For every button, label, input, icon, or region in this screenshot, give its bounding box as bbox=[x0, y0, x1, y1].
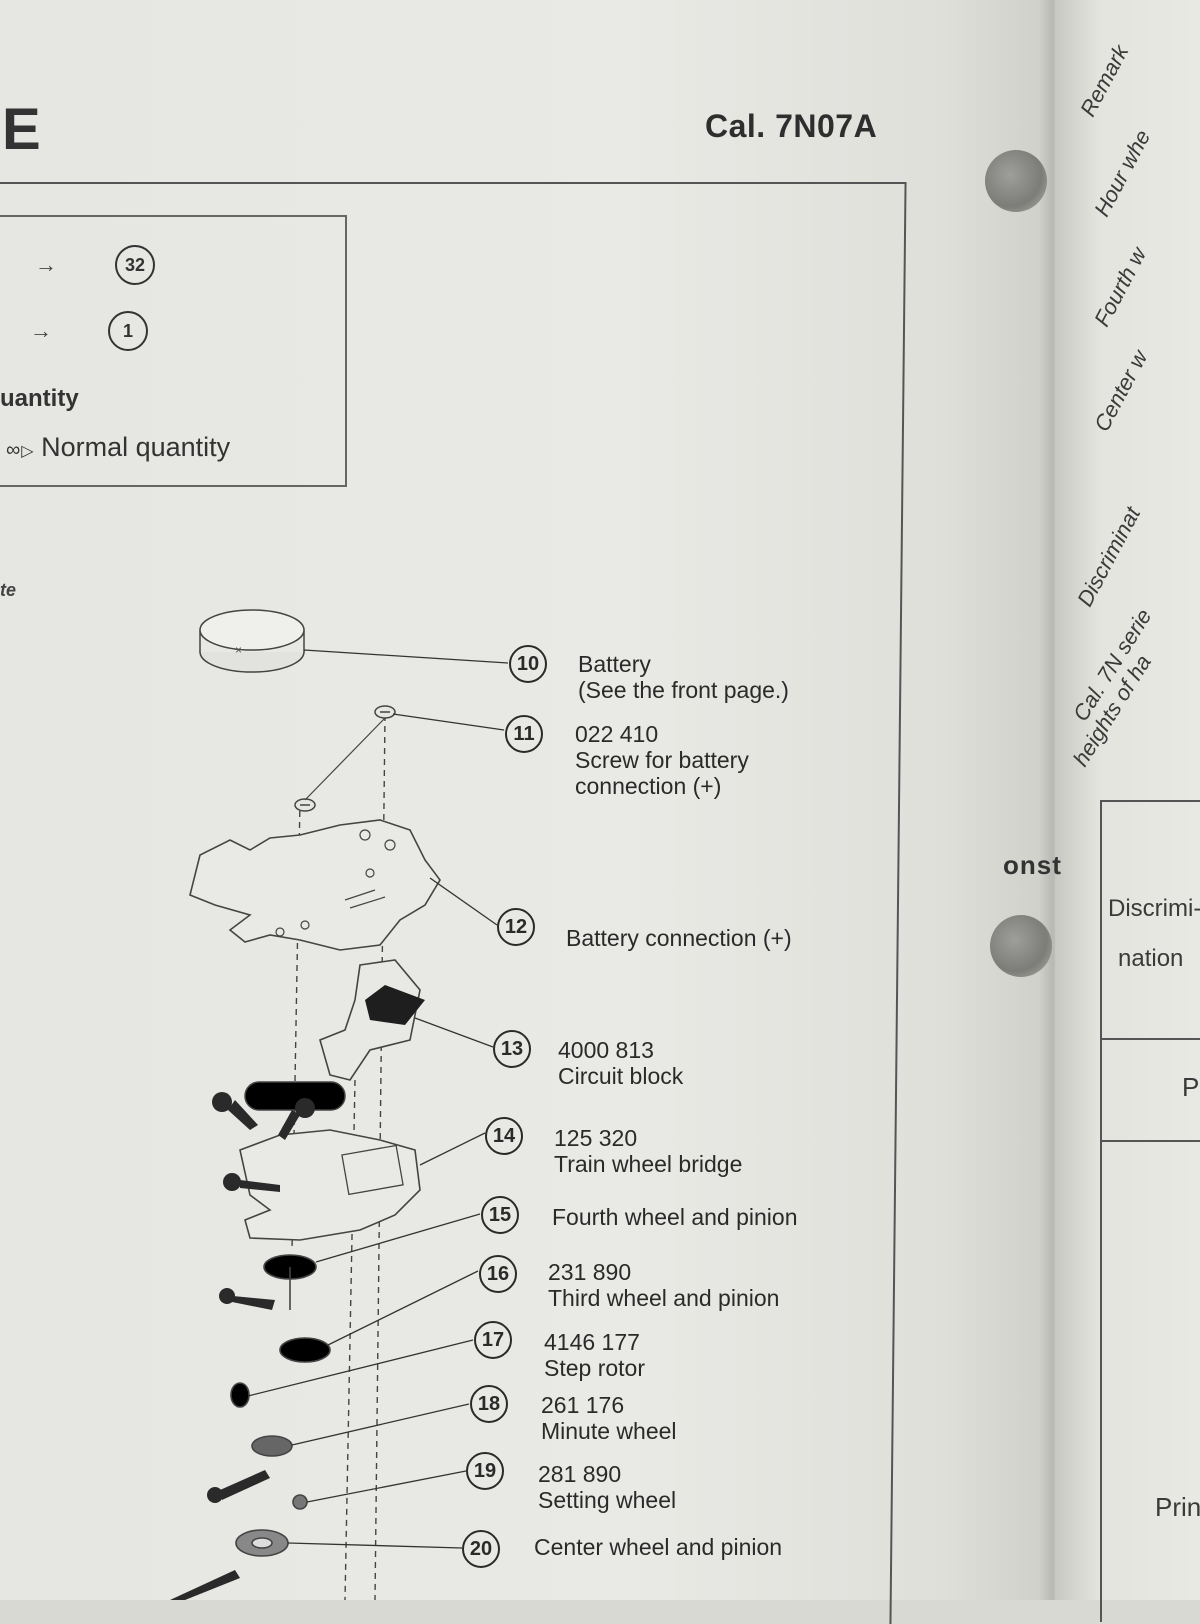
part-code: 261 176 bbox=[541, 1392, 625, 1418]
calibre-title: Cal. 7N07A bbox=[705, 108, 878, 144]
left-page bbox=[0, 0, 1050, 1600]
minute-wheel-drawing bbox=[251, 1435, 293, 1457]
part-label-18: 261 176 Minute wheel bbox=[541, 1392, 677, 1445]
part-code: 125 320 bbox=[554, 1125, 638, 1151]
part-label-15: Fourth wheel and pinion bbox=[552, 1204, 798, 1231]
part-label-14: 125 320 Train wheel bridge bbox=[554, 1125, 743, 1178]
part-code: 281 890 bbox=[538, 1461, 622, 1487]
normal-quantity-label: Normal quantity bbox=[41, 432, 231, 462]
battery-connection-plate bbox=[189, 819, 441, 951]
part-name: Third wheel and pinion bbox=[548, 1284, 780, 1311]
legend-box bbox=[0, 215, 347, 487]
quantity-heading: uantity bbox=[0, 385, 79, 412]
part-name: Step rotor bbox=[544, 1354, 645, 1381]
part-name: Center wheel and pinion bbox=[534, 1534, 783, 1560]
opposite-table bbox=[1100, 800, 1200, 1622]
part-label-17: 4146 177 Step rotor bbox=[544, 1329, 645, 1382]
legend-number-32: 32 bbox=[115, 245, 155, 285]
screw-drawing bbox=[294, 705, 396, 812]
setting-wheel-drawing bbox=[292, 1494, 308, 1510]
part-label-10: Battery (See the front page.) bbox=[578, 651, 789, 704]
part-number-18: 18 bbox=[470, 1385, 508, 1423]
section-letter: E bbox=[2, 97, 41, 162]
table-divider bbox=[1100, 1038, 1200, 1040]
step-rotor-drawing bbox=[230, 1382, 250, 1408]
part-note: (See the front page.) bbox=[578, 676, 789, 703]
train-wheel-bridge-drawing bbox=[239, 1129, 421, 1241]
third-wheel-drawing bbox=[279, 1337, 331, 1363]
edge-text-fragment: onst bbox=[1003, 850, 1062, 880]
part-name: Battery connection (+) bbox=[566, 925, 792, 951]
part-number-16: 16 bbox=[479, 1255, 517, 1293]
part-number-14: 14 bbox=[485, 1117, 523, 1155]
part-number-19: 19 bbox=[466, 1452, 504, 1490]
table-header-line2: nation bbox=[1118, 945, 1184, 972]
part-code: 022 410 bbox=[575, 721, 659, 747]
part-label-16: 231 890 Third wheel and pinion bbox=[548, 1259, 780, 1312]
svg-text:×: × bbox=[235, 643, 242, 657]
assembly-axis-line bbox=[344, 1079, 356, 1600]
exploded-movement-drawing: × bbox=[170, 609, 509, 1600]
part-name: Battery bbox=[578, 651, 651, 677]
part-number-10: 10 bbox=[509, 645, 547, 683]
part-label-11: 022 410 Screw for battery connection (+) bbox=[575, 721, 749, 799]
part-number-11: 11 bbox=[505, 715, 543, 753]
arrow-right-icon: → bbox=[30, 318, 52, 343]
table-header-line1: Discrimi- bbox=[1108, 895, 1200, 922]
infinity-arrow-icon: ∞ bbox=[6, 439, 20, 461]
part-number-20: 20 bbox=[462, 1530, 500, 1568]
part-code: 4146 177 bbox=[544, 1329, 640, 1355]
part-label-13: 4000 813 Circuit block bbox=[558, 1037, 684, 1090]
part-name: Minute wheel bbox=[541, 1417, 677, 1444]
part-code: 231 890 bbox=[548, 1259, 632, 1285]
coil-drawing bbox=[244, 1081, 346, 1111]
ic-chip-drawing bbox=[365, 985, 425, 1025]
binder-hole-middle bbox=[990, 915, 1052, 977]
table-row-prin: Prin bbox=[1155, 1492, 1200, 1522]
wheel-pinion-silhouettes bbox=[170, 1092, 315, 1600]
part-label-20: Center wheel and pinion bbox=[534, 1534, 783, 1561]
table-divider bbox=[1100, 1140, 1200, 1142]
part-number-15: 15 bbox=[481, 1196, 519, 1234]
part-number-13: 13 bbox=[493, 1030, 531, 1068]
normal-quantity-row: ∞▷ Normal quantity bbox=[6, 432, 230, 463]
table-column-p: P bbox=[1182, 1072, 1200, 1102]
part-code: 4000 813 bbox=[558, 1037, 654, 1063]
part-name: Train wheel bridge bbox=[554, 1150, 743, 1177]
legend-number-1: 1 bbox=[108, 311, 148, 351]
binder-hole-top bbox=[985, 150, 1047, 212]
part-name: Circuit block bbox=[558, 1062, 684, 1089]
part-name: Screw for battery bbox=[575, 746, 749, 773]
part-label-12: Battery connection (+) bbox=[566, 925, 792, 952]
part-name: Fourth wheel and pinion bbox=[552, 1204, 798, 1230]
part-label-19: 281 890 Setting wheel bbox=[538, 1461, 677, 1514]
part-number-17: 17 bbox=[474, 1321, 512, 1359]
part-number-12: 12 bbox=[497, 908, 535, 946]
arrow-right-icon: → bbox=[35, 252, 57, 277]
part-name: connection (+) bbox=[575, 772, 722, 799]
margin-note-fragment: te bbox=[0, 580, 17, 600]
battery-drawing: × bbox=[199, 609, 305, 673]
infinity-arrow-tip-icon: ▷ bbox=[21, 443, 34, 460]
part-name: Setting wheel bbox=[538, 1486, 677, 1513]
